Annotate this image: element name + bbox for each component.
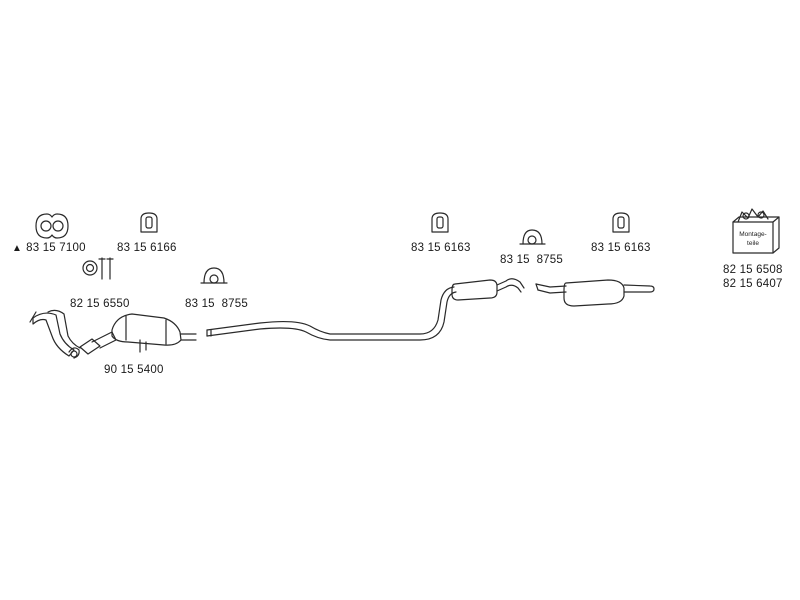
catalytic-converter-icon [79,313,197,355]
mounting-kit-box-icon [732,208,780,254]
rubber-mount-icon [612,212,630,233]
flange-gasket-icon [35,213,69,239]
pipe-clamp-icon [519,229,546,245]
middle-pipe-icon [206,286,457,341]
front-downpipe-icon [29,309,81,359]
part-number: 83 15 7100 [26,242,86,254]
bolt-set-icon [98,257,114,280]
rubber-mount-icon [431,212,449,233]
rubber-mount-icon [140,212,158,233]
part-label-10: 82 15 6407 [723,278,783,290]
rear-silencer-icon [535,279,655,307]
part-label-1: ▲83 15 7100 [12,242,86,254]
part-label-8: 83 15 6163 [591,242,651,254]
part-label-5: 90 15 5400 [104,364,164,376]
part-label-2: 83 15 6166 [117,242,177,254]
kit-box-label-2: teile [747,240,759,247]
centre-silencer-icon [451,278,525,301]
pipe-clamp-icon [200,267,228,284]
part-label-3: 82 15 6550 [70,298,130,310]
kit-box-label-1: Montage- [739,231,766,238]
part-label-9: 82 15 6508 [723,264,783,276]
part-label-6: 83 15 6163 [411,242,471,254]
part-label-7: 83 15 8755 [500,254,563,266]
seal-ring-icon [82,260,98,276]
part-label-4: 83 15 8755 [185,298,248,310]
new-part-marker: ▲ [12,243,23,254]
